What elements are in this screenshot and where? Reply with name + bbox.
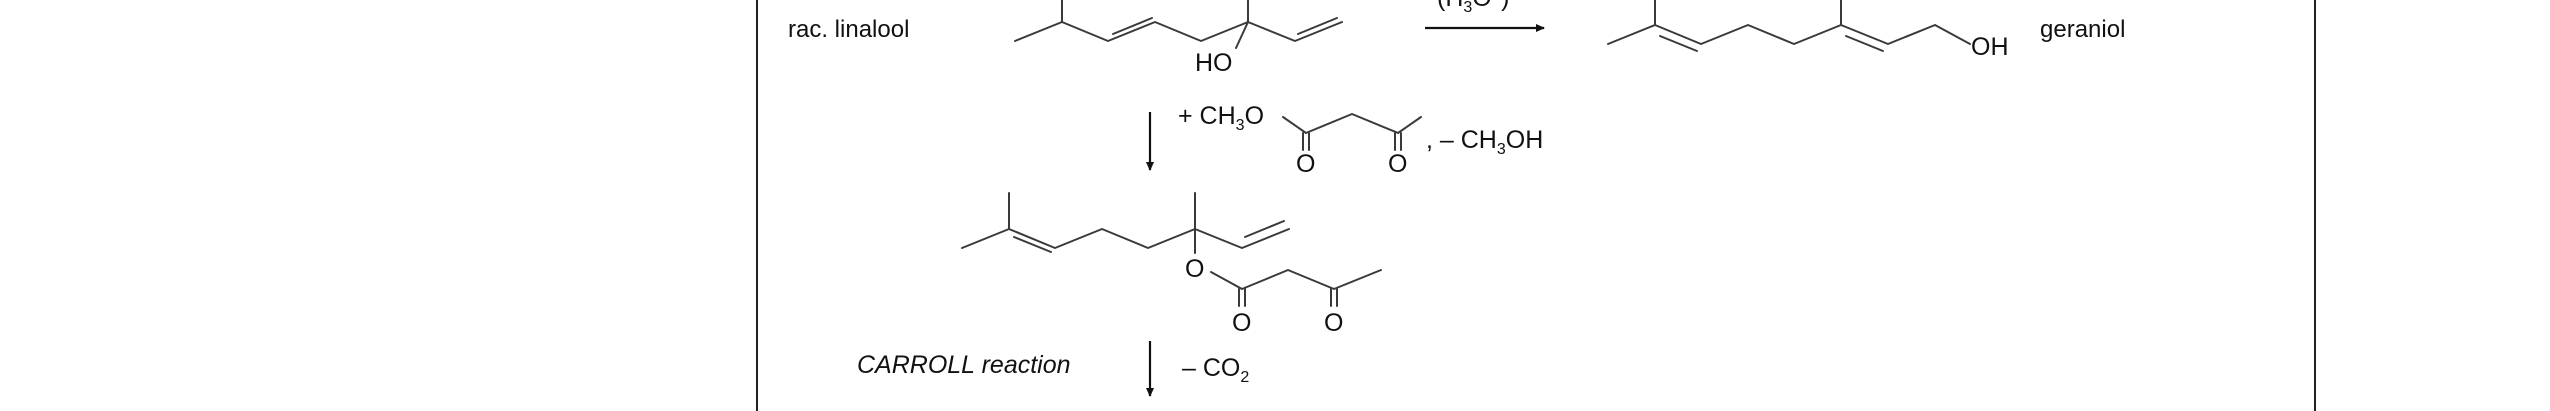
byproduct-co2: – CO2 — [1182, 354, 1249, 386]
isomerization-arrow: (H3O+) — [1425, 0, 1545, 32]
reagent-carbonyl-o-2: O — [1388, 150, 1407, 178]
reagent-formula: + CH3O — [1178, 102, 1264, 134]
reagent-methyl-acetoacetate: + CH3O O O — [1178, 102, 1422, 178]
geraniol-label: geraniol — [2040, 16, 2125, 43]
byproduct-methanol: , – CH3OH — [1426, 126, 1543, 158]
linalool-structure: HO — [1014, 0, 1343, 77]
geraniol-structure: OH — [1607, 0, 2009, 61]
intermediate-carbonyl-o-1: O — [1232, 309, 1251, 337]
linalyl-acetoacetate-structure: O O O — [961, 192, 1382, 337]
isomerization-condition: (H3O+) — [1437, 0, 1509, 16]
ester-oxygen: O — [1185, 255, 1204, 283]
reagent-carbonyl-o-1: O — [1296, 150, 1315, 178]
linalool-hydroxyl: HO — [1195, 49, 1233, 77]
geraniol-hydroxyl: OH — [1971, 33, 2009, 61]
linalool-label: rac. linalool — [788, 16, 909, 43]
scheme-frame — [756, 0, 2316, 411]
intermediate-carbonyl-o-2: O — [1324, 309, 1343, 337]
carroll-reaction-label: CARROLL reaction — [857, 351, 1071, 379]
